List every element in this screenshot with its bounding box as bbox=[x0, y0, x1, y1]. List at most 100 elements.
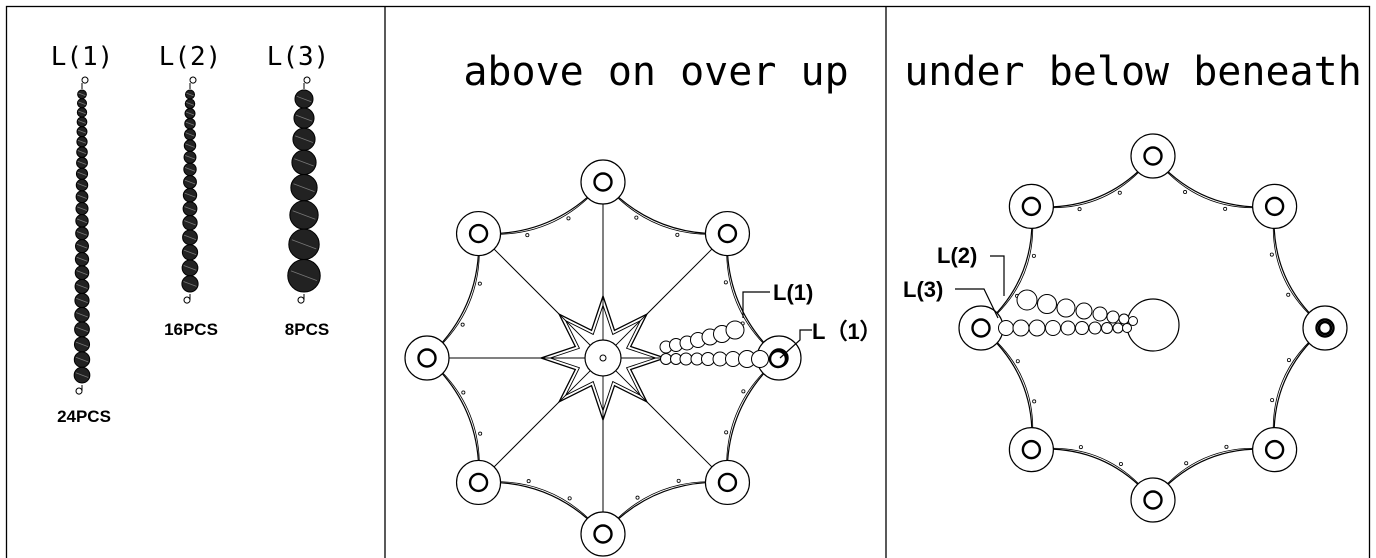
bead-hatch bbox=[184, 220, 196, 226]
bead bbox=[1056, 298, 1076, 318]
frame-dot bbox=[1031, 253, 1036, 258]
bead-hatch bbox=[75, 341, 89, 348]
candle-cup-center bbox=[468, 223, 489, 244]
under-view-title: under below beneath bbox=[904, 49, 1362, 95]
bead-hatch bbox=[76, 218, 88, 224]
frame-dot bbox=[635, 495, 640, 500]
bead-hatch bbox=[184, 192, 196, 198]
candle-cup bbox=[1130, 133, 1176, 179]
bead-string-l2 bbox=[181, 76, 199, 304]
bead bbox=[1092, 306, 1108, 322]
bead-hatch bbox=[78, 110, 86, 115]
frame-dot bbox=[1078, 445, 1083, 450]
bead-hatch bbox=[76, 243, 88, 249]
bead-hatch bbox=[76, 312, 88, 318]
bead-hatch bbox=[75, 372, 89, 378]
bead-hatch bbox=[75, 326, 89, 333]
above-callout-right: L（1） bbox=[812, 319, 882, 344]
bead bbox=[1037, 294, 1057, 314]
frame-dot bbox=[1286, 292, 1291, 297]
string-anchor bbox=[1317, 320, 1333, 336]
bead bbox=[660, 353, 672, 365]
above-view-panel: above on over up L(1) L（1） bbox=[404, 49, 882, 557]
bead-hatch bbox=[184, 167, 196, 172]
frame-dot bbox=[634, 215, 639, 220]
candle-cup bbox=[1008, 427, 1054, 473]
bead bbox=[1016, 289, 1038, 311]
frame-dot bbox=[461, 390, 466, 395]
above-bead-strings bbox=[659, 320, 788, 369]
bead-hatch bbox=[77, 129, 87, 134]
candle-cup bbox=[580, 159, 626, 205]
under-callout-upper: L(2) bbox=[937, 243, 977, 268]
candle-cup-center bbox=[593, 172, 613, 192]
bead-hatch bbox=[295, 114, 313, 122]
candle-cup bbox=[455, 210, 502, 257]
bead bbox=[1075, 302, 1093, 320]
above-callouts bbox=[742, 291, 812, 359]
bead-hatch bbox=[76, 231, 88, 236]
bead-hatch bbox=[77, 194, 87, 199]
under-bead-strings bbox=[998, 289, 1333, 352]
strings-panel: L(1) L(2) L(3) 24PCS 16PCS 8PCS bbox=[51, 42, 330, 426]
frame-dot bbox=[460, 322, 465, 327]
string-label-l3: L(3) bbox=[267, 42, 330, 72]
candle-cup-center bbox=[1315, 318, 1335, 338]
bead-hatch bbox=[77, 171, 87, 176]
under-view-panel: under below beneath L(2) L(3) bbox=[903, 49, 1362, 523]
bead-hatch bbox=[77, 160, 87, 165]
candle-cup-center bbox=[717, 223, 738, 244]
bead-hatch bbox=[185, 121, 195, 126]
bead-hatch bbox=[292, 210, 316, 220]
bead bbox=[1101, 322, 1113, 334]
bead-hatch bbox=[183, 281, 197, 287]
candle-cup-center bbox=[971, 318, 991, 338]
candle-cup bbox=[704, 210, 751, 257]
bead bbox=[1106, 310, 1120, 324]
bead-hatch bbox=[77, 206, 87, 211]
candle-cup bbox=[1252, 183, 1298, 229]
frame-dot bbox=[478, 431, 483, 436]
bead bbox=[1045, 320, 1061, 336]
candle-cup bbox=[1008, 183, 1054, 229]
bead-hatch bbox=[78, 120, 86, 124]
bead-string-l3 bbox=[287, 76, 321, 304]
bead-hatch bbox=[183, 265, 197, 271]
bead bbox=[1075, 321, 1089, 335]
frame-dot bbox=[526, 479, 531, 484]
frame-dot bbox=[1077, 207, 1082, 212]
candle-cup bbox=[404, 335, 450, 381]
frame-dot bbox=[1118, 461, 1123, 466]
bead-hatch bbox=[77, 183, 87, 188]
bead-hatch bbox=[77, 139, 87, 144]
bead-hatch bbox=[183, 249, 197, 256]
frame-dot bbox=[724, 430, 729, 435]
hub-center bbox=[599, 354, 607, 362]
frame-dot bbox=[741, 389, 746, 394]
bottom-hook bbox=[75, 385, 83, 395]
frame-dot bbox=[477, 281, 482, 286]
bead-hatch bbox=[184, 206, 196, 212]
frame-dot bbox=[675, 232, 680, 237]
above-callout-top: L(1) bbox=[773, 280, 813, 305]
bead-hatch bbox=[184, 179, 196, 185]
string-anchor bbox=[768, 349, 788, 369]
under-frame-drawing bbox=[958, 133, 1348, 523]
bead bbox=[712, 351, 728, 367]
candle-cup bbox=[1252, 427, 1298, 473]
frame-dot bbox=[1270, 398, 1275, 403]
candle-cup-center bbox=[717, 472, 738, 493]
bead-hatch bbox=[291, 239, 317, 250]
frame-dot bbox=[1183, 190, 1188, 195]
frame-dot bbox=[1117, 190, 1122, 195]
frame-dot bbox=[1269, 252, 1274, 257]
frame-dot bbox=[1286, 358, 1291, 363]
above-view-title: above on over up bbox=[463, 49, 848, 95]
bead bbox=[1088, 321, 1102, 335]
string-label-l1: L(1) bbox=[51, 42, 114, 72]
bead bbox=[679, 352, 693, 366]
string-label-l2: L(2) bbox=[159, 42, 222, 72]
bead bbox=[1118, 313, 1130, 325]
frame-dot bbox=[567, 496, 572, 501]
